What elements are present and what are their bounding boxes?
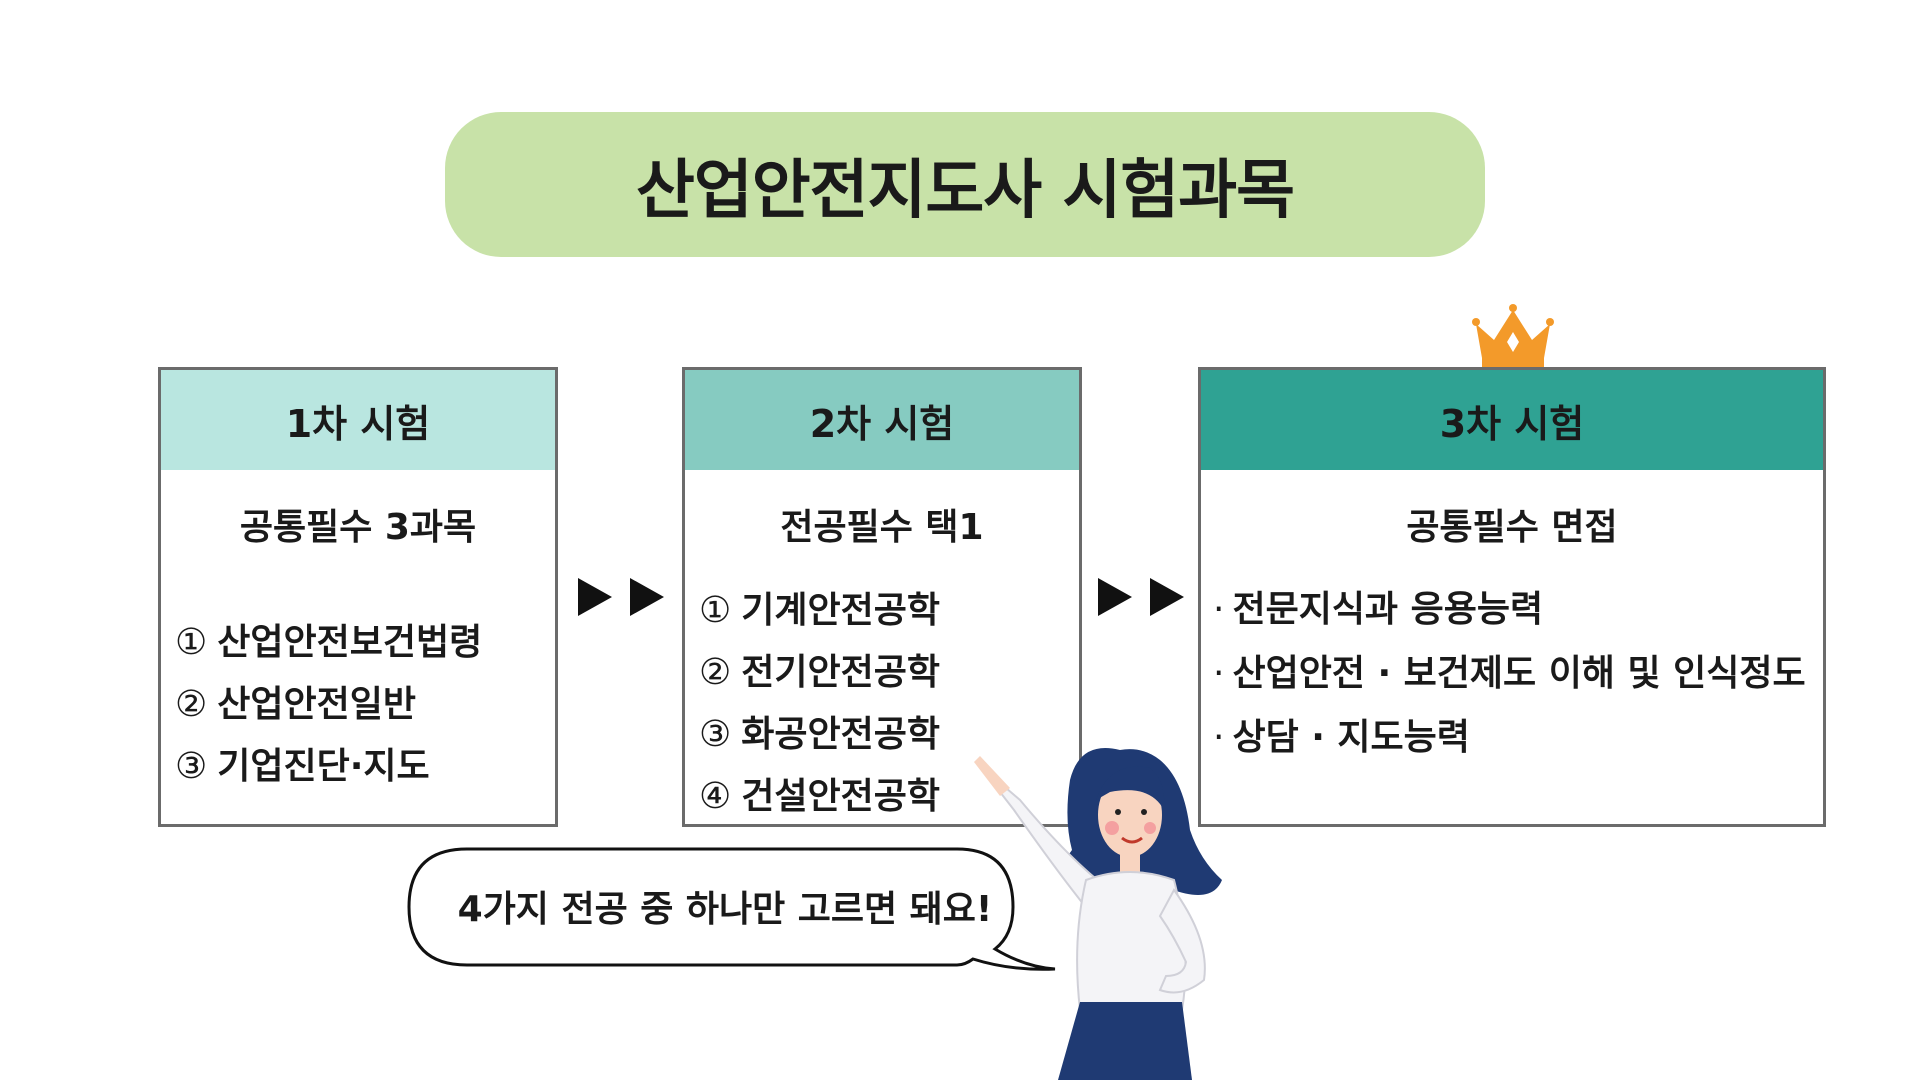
- speech-bubble-text: 4가지 전공 중 하나만 고르면 돼요!: [457, 889, 993, 930]
- arrow-right-icon: [578, 578, 612, 616]
- page-title: 산업안전지도사 시험과목: [636, 153, 1295, 228]
- stage-3-header: 3차 시험: [1201, 370, 1823, 470]
- list-item: ·산업안전 · 보건제도 이해 및 인식정도: [1213, 653, 1806, 694]
- crown-icon: [1472, 304, 1554, 367]
- speech-bubble: [407, 847, 1056, 971]
- stage-1-subtitle: 공통필수 3과목: [239, 507, 477, 548]
- arrow-right-icon: [1098, 578, 1132, 616]
- stage-2-header: 2차 시험: [685, 370, 1079, 470]
- stage-3-subtitle: 공통필수 면접: [1406, 507, 1618, 548]
- list-item: ·상담 · 지도능력: [1213, 717, 1470, 758]
- stage-3-list: ·전문지식과 응용능력 ·산업안전 · 보건제도 이해 및 인식정도 ·상담 ·…: [1213, 578, 1813, 770]
- arrow-right-icon: [630, 578, 664, 616]
- woman-pointing-illustration: [974, 748, 1222, 1080]
- stage-2-subtitle: 전공필수 택1: [780, 507, 984, 548]
- arrow-group-1: [578, 578, 664, 616]
- arrow-group-2: [1098, 578, 1184, 616]
- title-banner: 산업안전지도사 시험과목: [445, 112, 1485, 257]
- stage-3-box: 3차 시험 공통필수 면접 ·전문지식과 응용능력 ·산업안전 · 보건제도 이…: [1198, 367, 1826, 827]
- list-item: ·전문지식과 응용능력: [1213, 589, 1544, 630]
- arrow-right-icon: [1150, 578, 1184, 616]
- stage-1-header: 1차 시험: [161, 370, 555, 470]
